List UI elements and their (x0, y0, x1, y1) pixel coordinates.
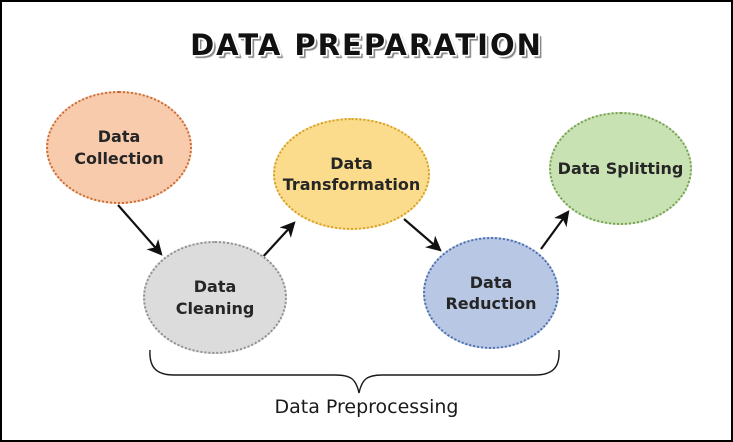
preprocessing-brace (149, 349, 560, 394)
diagram-title: DATA PREPARATION (190, 28, 543, 62)
node-label-data-transformation: Data Transformation (282, 153, 421, 194)
node-data-cleaning: Data Cleaning (143, 241, 287, 354)
brace-label: Data Preprocessing (274, 396, 459, 418)
node-label-data-collection: Data Collection (74, 127, 164, 168)
node-label-data-splitting: Data Splitting (557, 158, 684, 178)
flow-arrow-collection-to-cleaning (117, 204, 163, 256)
node-data-collection: Data Collection (46, 91, 192, 204)
node-data-splitting: Data Splitting (549, 112, 692, 225)
flow-arrow-cleaning-to-transformation (260, 221, 296, 260)
node-label-data-cleaning: Data Cleaning (175, 277, 255, 318)
node-data-transformation: Data Transformation (273, 118, 430, 230)
flow-arrow-transformation-to-reduction (403, 218, 442, 252)
node-label-data-reduction: Data Reduction (445, 272, 537, 313)
node-data-reduction: Data Reduction (423, 237, 559, 349)
flow-arrow-reduction-to-splitting (540, 210, 570, 250)
